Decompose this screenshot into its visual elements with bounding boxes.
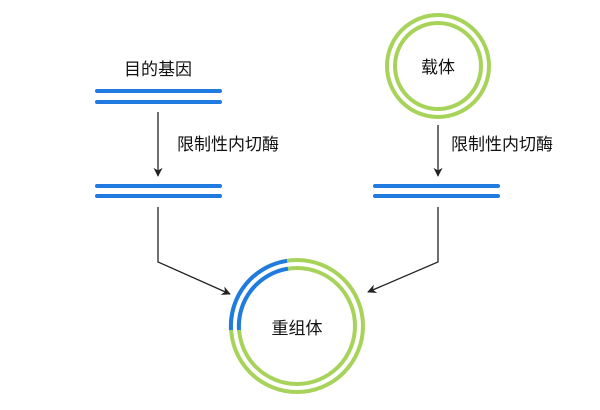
target-gene-strand-bottom bbox=[95, 100, 222, 104]
enzyme-label-left: 限制性内切酶 bbox=[177, 135, 279, 155]
cut-vector-strand-top bbox=[373, 184, 500, 188]
target-gene-dna bbox=[95, 89, 222, 104]
cut-vector-dna bbox=[373, 184, 500, 198]
recombinant-label: 重组体 bbox=[271, 319, 323, 339]
ligation-arrow-left bbox=[157, 207, 231, 295]
cut-vector-strand-bottom bbox=[373, 194, 500, 198]
cut-gene-strand-top bbox=[95, 184, 222, 188]
vector-ring-inner bbox=[393, 21, 483, 111]
ligation-arrow-right bbox=[367, 207, 439, 293]
vector-plasmid bbox=[385, 13, 491, 119]
cut-gene-dna bbox=[95, 184, 222, 198]
vector-ring-outer bbox=[385, 13, 491, 119]
recombinant-plasmid bbox=[228, 258, 365, 394]
recombinant-insert-inner bbox=[236, 266, 289, 331]
vector-label: 载体 bbox=[421, 58, 455, 78]
recombinant-insert-outer bbox=[228, 258, 288, 331]
enzyme-label-right: 限制性内切酶 bbox=[451, 135, 553, 155]
target-gene-strand-top bbox=[95, 89, 222, 93]
cut-gene-strand-bottom bbox=[95, 194, 222, 198]
target-gene-label: 目的基因 bbox=[124, 60, 192, 80]
